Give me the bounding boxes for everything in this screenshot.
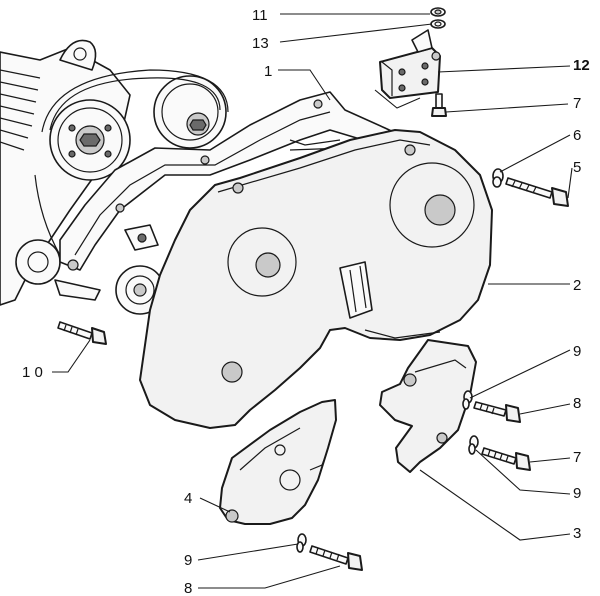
callout-10: 1 0 [22,364,43,381]
bolt-8-bottom [309,545,363,571]
callout-8-bottom: 8 [184,580,192,596]
callout-9-middle: 9 [573,485,581,502]
callout-13: 13 [252,35,269,52]
callout-9-upper: 9 [573,343,581,360]
callout-2: 2 [573,277,581,294]
assembly-arrow [374,89,421,109]
leader-lines [52,13,573,589]
washer-9-middle [468,435,479,455]
bolt-7-upper [431,93,447,117]
callout-7-upper: 7 [573,95,581,112]
engine-block [0,39,229,315]
callout-7-lower: 7 [573,449,581,466]
bolt-10 [57,321,107,345]
callout-4: 4 [184,490,192,507]
callout-12: 12 [573,57,590,74]
washer-6 [492,168,504,188]
lower-cover-right [379,339,477,473]
callout-5: 5 [573,159,581,176]
nut-11 [430,7,446,17]
upper-mount-bracket [379,29,441,99]
bolt-8-upper [473,401,521,423]
lower-cover-left [219,399,337,525]
timing-cover-upper [139,129,493,429]
washer-9-bottom [296,533,307,553]
callout-1: 1 [264,63,272,80]
callout-labels: 11 13 1 12 7 6 5 2 1 0 9 8 7 9 4 3 9 8 [22,7,590,596]
callout-11: 11 [252,7,268,24]
callout-9-bottom: 9 [184,552,192,569]
callout-6: 6 [573,127,581,144]
callout-3: 3 [573,525,581,542]
washer-9-upper [462,390,473,410]
bolt-7-lower [481,447,531,471]
callout-8-upper: 8 [573,395,581,412]
bolt-5 [505,177,569,207]
washer-13 [430,19,446,29]
